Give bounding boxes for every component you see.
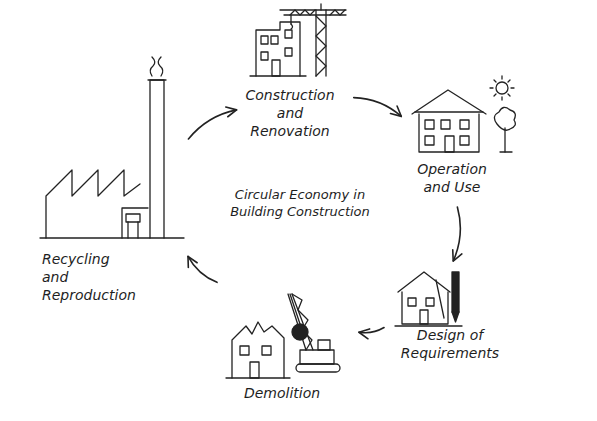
stage-label: Recycling and Reproduction (42, 250, 136, 304)
arrow-head (390, 106, 401, 116)
arrow-line (354, 98, 402, 117)
cycle-arrow (188, 107, 236, 139)
stage-node: Design of Requirements (388, 265, 510, 366)
arrow-line (453, 207, 460, 261)
demolition-sketch (226, 294, 340, 378)
factory-sketch (40, 57, 184, 238)
stage-label: Operation and Use (407, 160, 497, 196)
cycle-arrow (453, 207, 462, 261)
stage-label: Design of Requirements (394, 326, 506, 362)
arrow-head (226, 107, 237, 117)
arrow-head (188, 256, 197, 267)
cycle-arrow (188, 256, 217, 282)
stage-node: Operation and Use (405, 78, 520, 203)
arrow-head (453, 250, 462, 261)
arrow-line (188, 110, 236, 139)
stage-label: Demolition (244, 384, 320, 402)
stage-node: Construction and Renovation (240, 5, 350, 144)
cycle-arrow (359, 328, 384, 339)
diagram-title: Circular Economy in Building Constructio… (215, 186, 385, 220)
stage-label: Construction and Renovation (245, 86, 334, 140)
arrow-line (359, 328, 384, 333)
stage-node: Recycling and Reproduction (35, 65, 185, 308)
design-sketch (395, 272, 462, 326)
construction-sketch (250, 4, 346, 76)
arrow-head (359, 329, 370, 339)
house-sketch (412, 76, 515, 152)
stage-node: Demolition (220, 285, 355, 406)
cycle-arrow (354, 98, 402, 117)
arrow-line (188, 256, 217, 282)
